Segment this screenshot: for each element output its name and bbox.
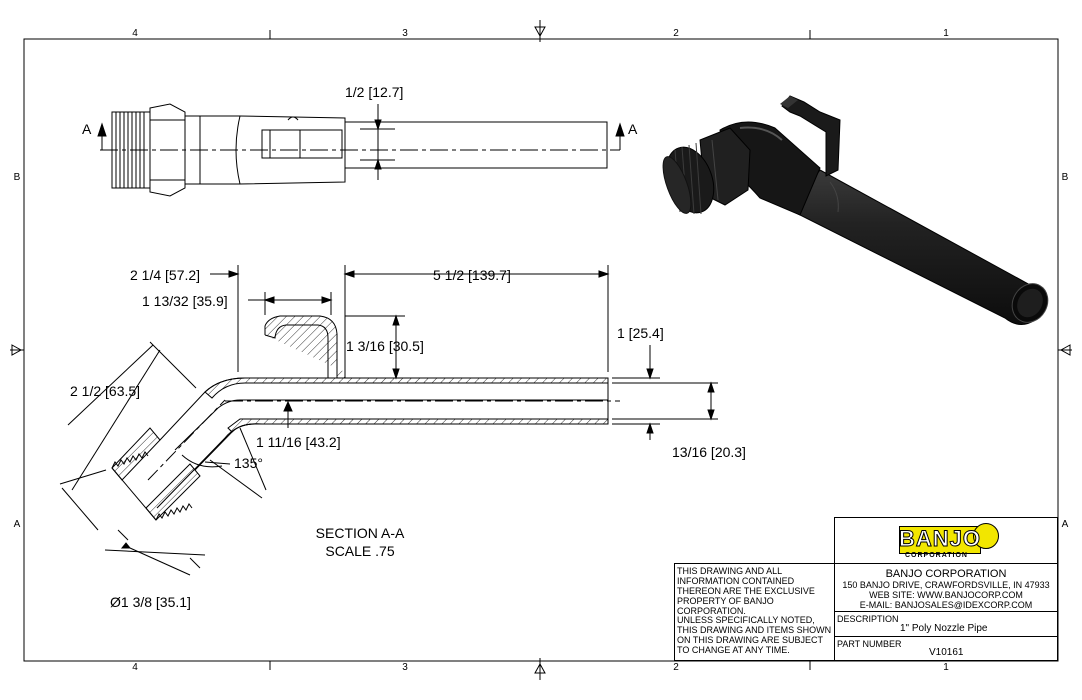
logo-subtext: CORPORATION (905, 552, 968, 559)
part-number-label: PART NUMBER (837, 639, 902, 649)
dim-hook: 1 13/32 [35.9] (142, 293, 228, 309)
zone-row-b-right: B (1062, 172, 1069, 183)
description-value: 1" Poly Nozzle Pipe (900, 623, 988, 634)
zone-col-1-top: 1 (943, 28, 949, 39)
zone-col-3-top: 3 (402, 28, 408, 39)
company-name: BANJO CORPORATION (885, 568, 1007, 580)
section-title: SECTION A-A (316, 525, 405, 541)
zone-col-2-bottom: 2 (673, 662, 679, 673)
section-view (59, 265, 718, 576)
zone-col-4-top: 4 (132, 28, 138, 39)
zone-row-a-right: A (1062, 519, 1069, 530)
dim-overall-offset: 2 1/4 [57.2] (130, 267, 200, 283)
thread-teeth (111, 451, 193, 521)
dim-length: 5 1/2 [139.7] (433, 267, 511, 283)
company-logo: BANJO CORPORATION (893, 522, 1003, 560)
company-email: E-MAIL: BANJOSALES@IDEXCORP.COM (859, 600, 1033, 610)
dim-hook-height: 1 3/16 [30.5] (346, 338, 424, 354)
zone-row-b-left: B (14, 172, 21, 183)
logo-circle (973, 523, 999, 549)
notice-property: THIS DRAWING AND ALL INFORMATION CONTAIN… (677, 566, 815, 616)
zone-row-a-left: A (14, 519, 21, 530)
part-number-box (834, 636, 1058, 661)
dim-half-inch: 1/2 [12.7] (345, 84, 403, 100)
company-website: WEB SITE: WWW.BANJOCORP.COM (869, 590, 1023, 600)
dim-bend: 1 11/16 [43.2] (256, 434, 341, 450)
top-view (97, 103, 625, 197)
company-address: 150 BANJO DRIVE, CRAWFORDSVILLE, IN 4793… (842, 580, 1050, 590)
logo-text: BANJO (899, 526, 982, 552)
zone-col-2-top: 2 (673, 28, 679, 39)
dim-thread-length: 2 1/2 [63.5] (70, 383, 140, 399)
centering-marks (11, 20, 1071, 680)
dim-od: 1 [25.4] (617, 325, 664, 341)
zone-col-3-bottom: 3 (402, 662, 408, 673)
dim-id: 13/16 [20.3] (672, 444, 746, 460)
zone-col-4-bottom: 4 (132, 662, 138, 673)
dim-diameter: Ø1 3/8 [35.1] (110, 594, 191, 610)
dim-angle: 135° (234, 455, 263, 471)
section-scale: SCALE .75 (325, 543, 394, 559)
description-label: DESCRIPTION (837, 614, 899, 624)
isometric-view (662, 95, 1049, 325)
section-marker-left: A (82, 121, 92, 137)
part-number-value: V10161 (929, 647, 964, 658)
zone-col-1-bottom: 1 (943, 662, 949, 673)
notice-change: UNLESS SPECIFICALLY NOTED, THIS DRAWING … (677, 615, 832, 655)
section-marker-right: A (628, 121, 638, 137)
